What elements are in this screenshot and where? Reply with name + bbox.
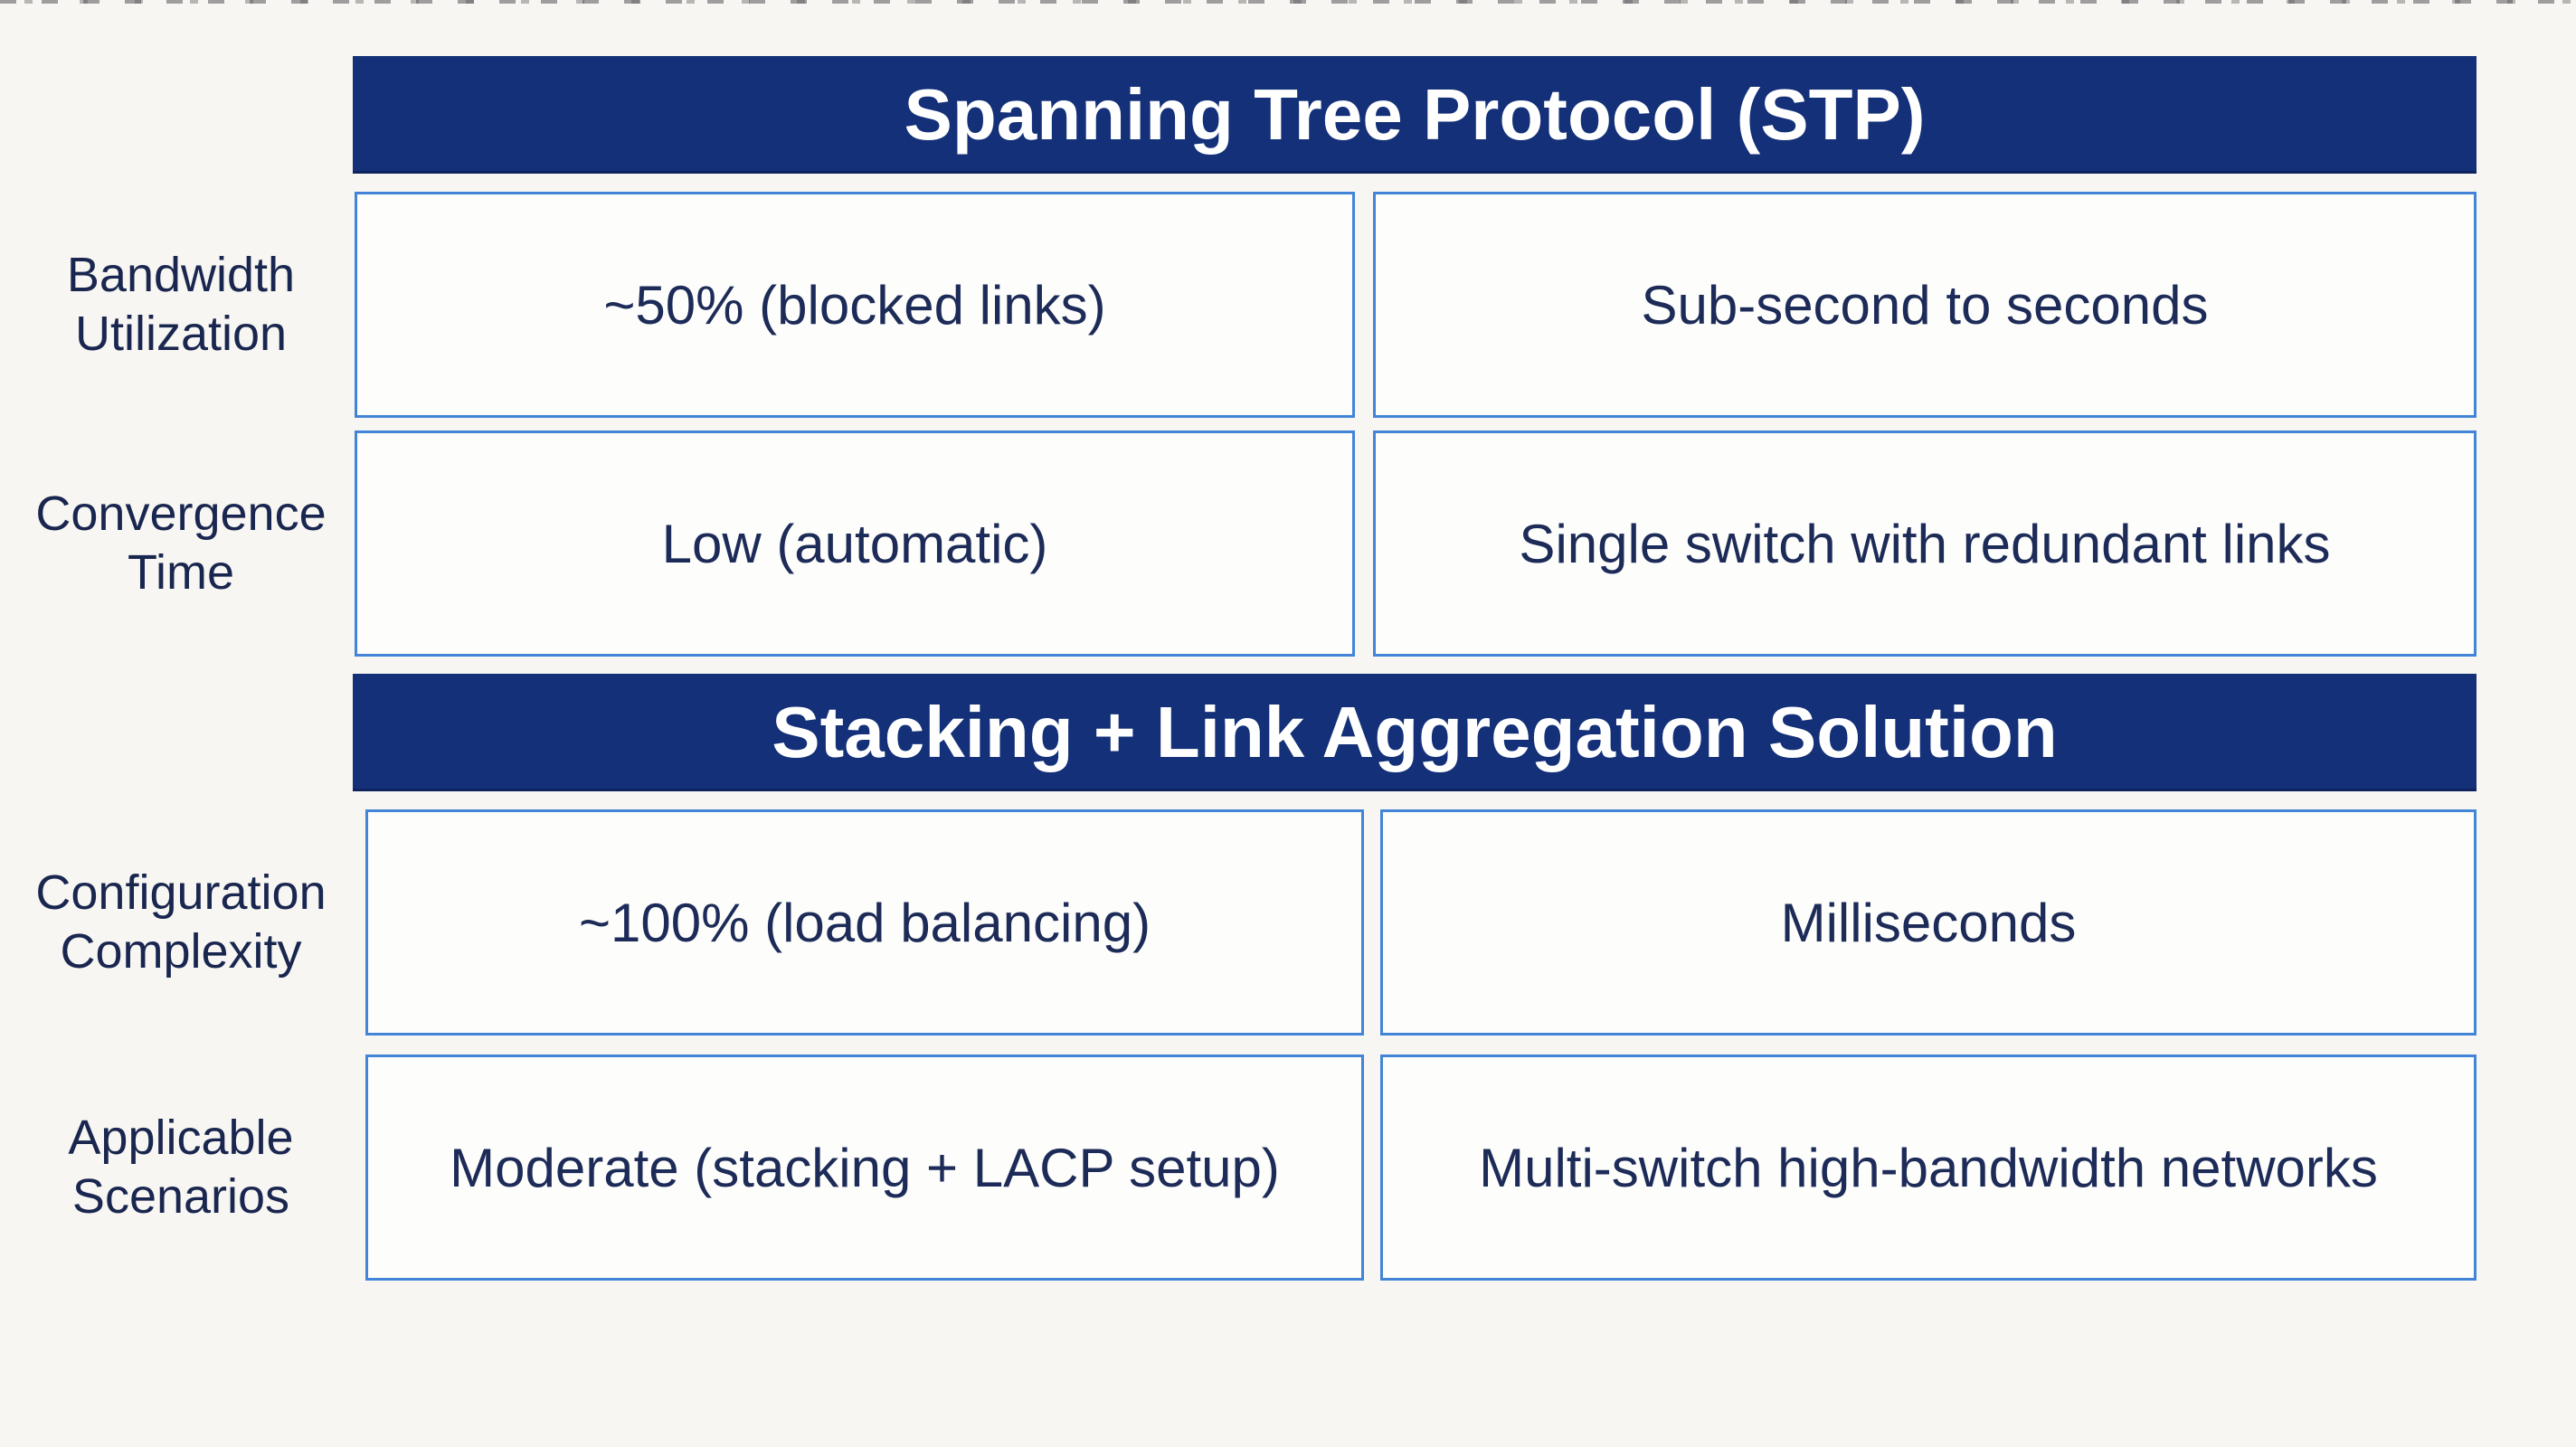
row-label-convergence-time: Convergence Time <box>35 487 327 600</box>
section-title-stp: Spanning Tree Protocol (STP) <box>904 74 1926 155</box>
section-header-stacking-lag: Stacking + Link Aggregation Solution <box>353 674 2477 791</box>
table-cell-bandwidth-left: ~50% (blocked links) <box>355 192 1355 418</box>
table-cell-bandwidth-right: Sub-second to seconds <box>1373 192 2477 418</box>
table-cell-scenarios-right: Multi-switch high-bandwidth networks <box>1380 1055 2477 1281</box>
table-cell-complexity-left: ~100% (load balancing) <box>365 809 1364 1036</box>
table-cell-convergence-right: Single switch with redundant links <box>1373 430 2477 657</box>
table-cell-scenarios-left: Moderate (stacking + LACP setup) <box>365 1055 1364 1281</box>
top-edge-artifact <box>0 0 2576 4</box>
row-label-configuration-complexity: Configuration Complexity <box>35 865 327 979</box>
table-cell-complexity-right: Milliseconds <box>1380 809 2477 1036</box>
section-header-stp: Spanning Tree Protocol (STP) <box>353 56 2477 174</box>
row-label-applicable-scenarios: Applicable Scenarios <box>68 1111 294 1224</box>
section-title-stacking-lag: Stacking + Link Aggregation Solution <box>772 692 2058 772</box>
row-label-bandwidth-utilization: Bandwidth Utilization <box>66 248 296 361</box>
table-cell-convergence-left: Low (automatic) <box>355 430 1355 657</box>
